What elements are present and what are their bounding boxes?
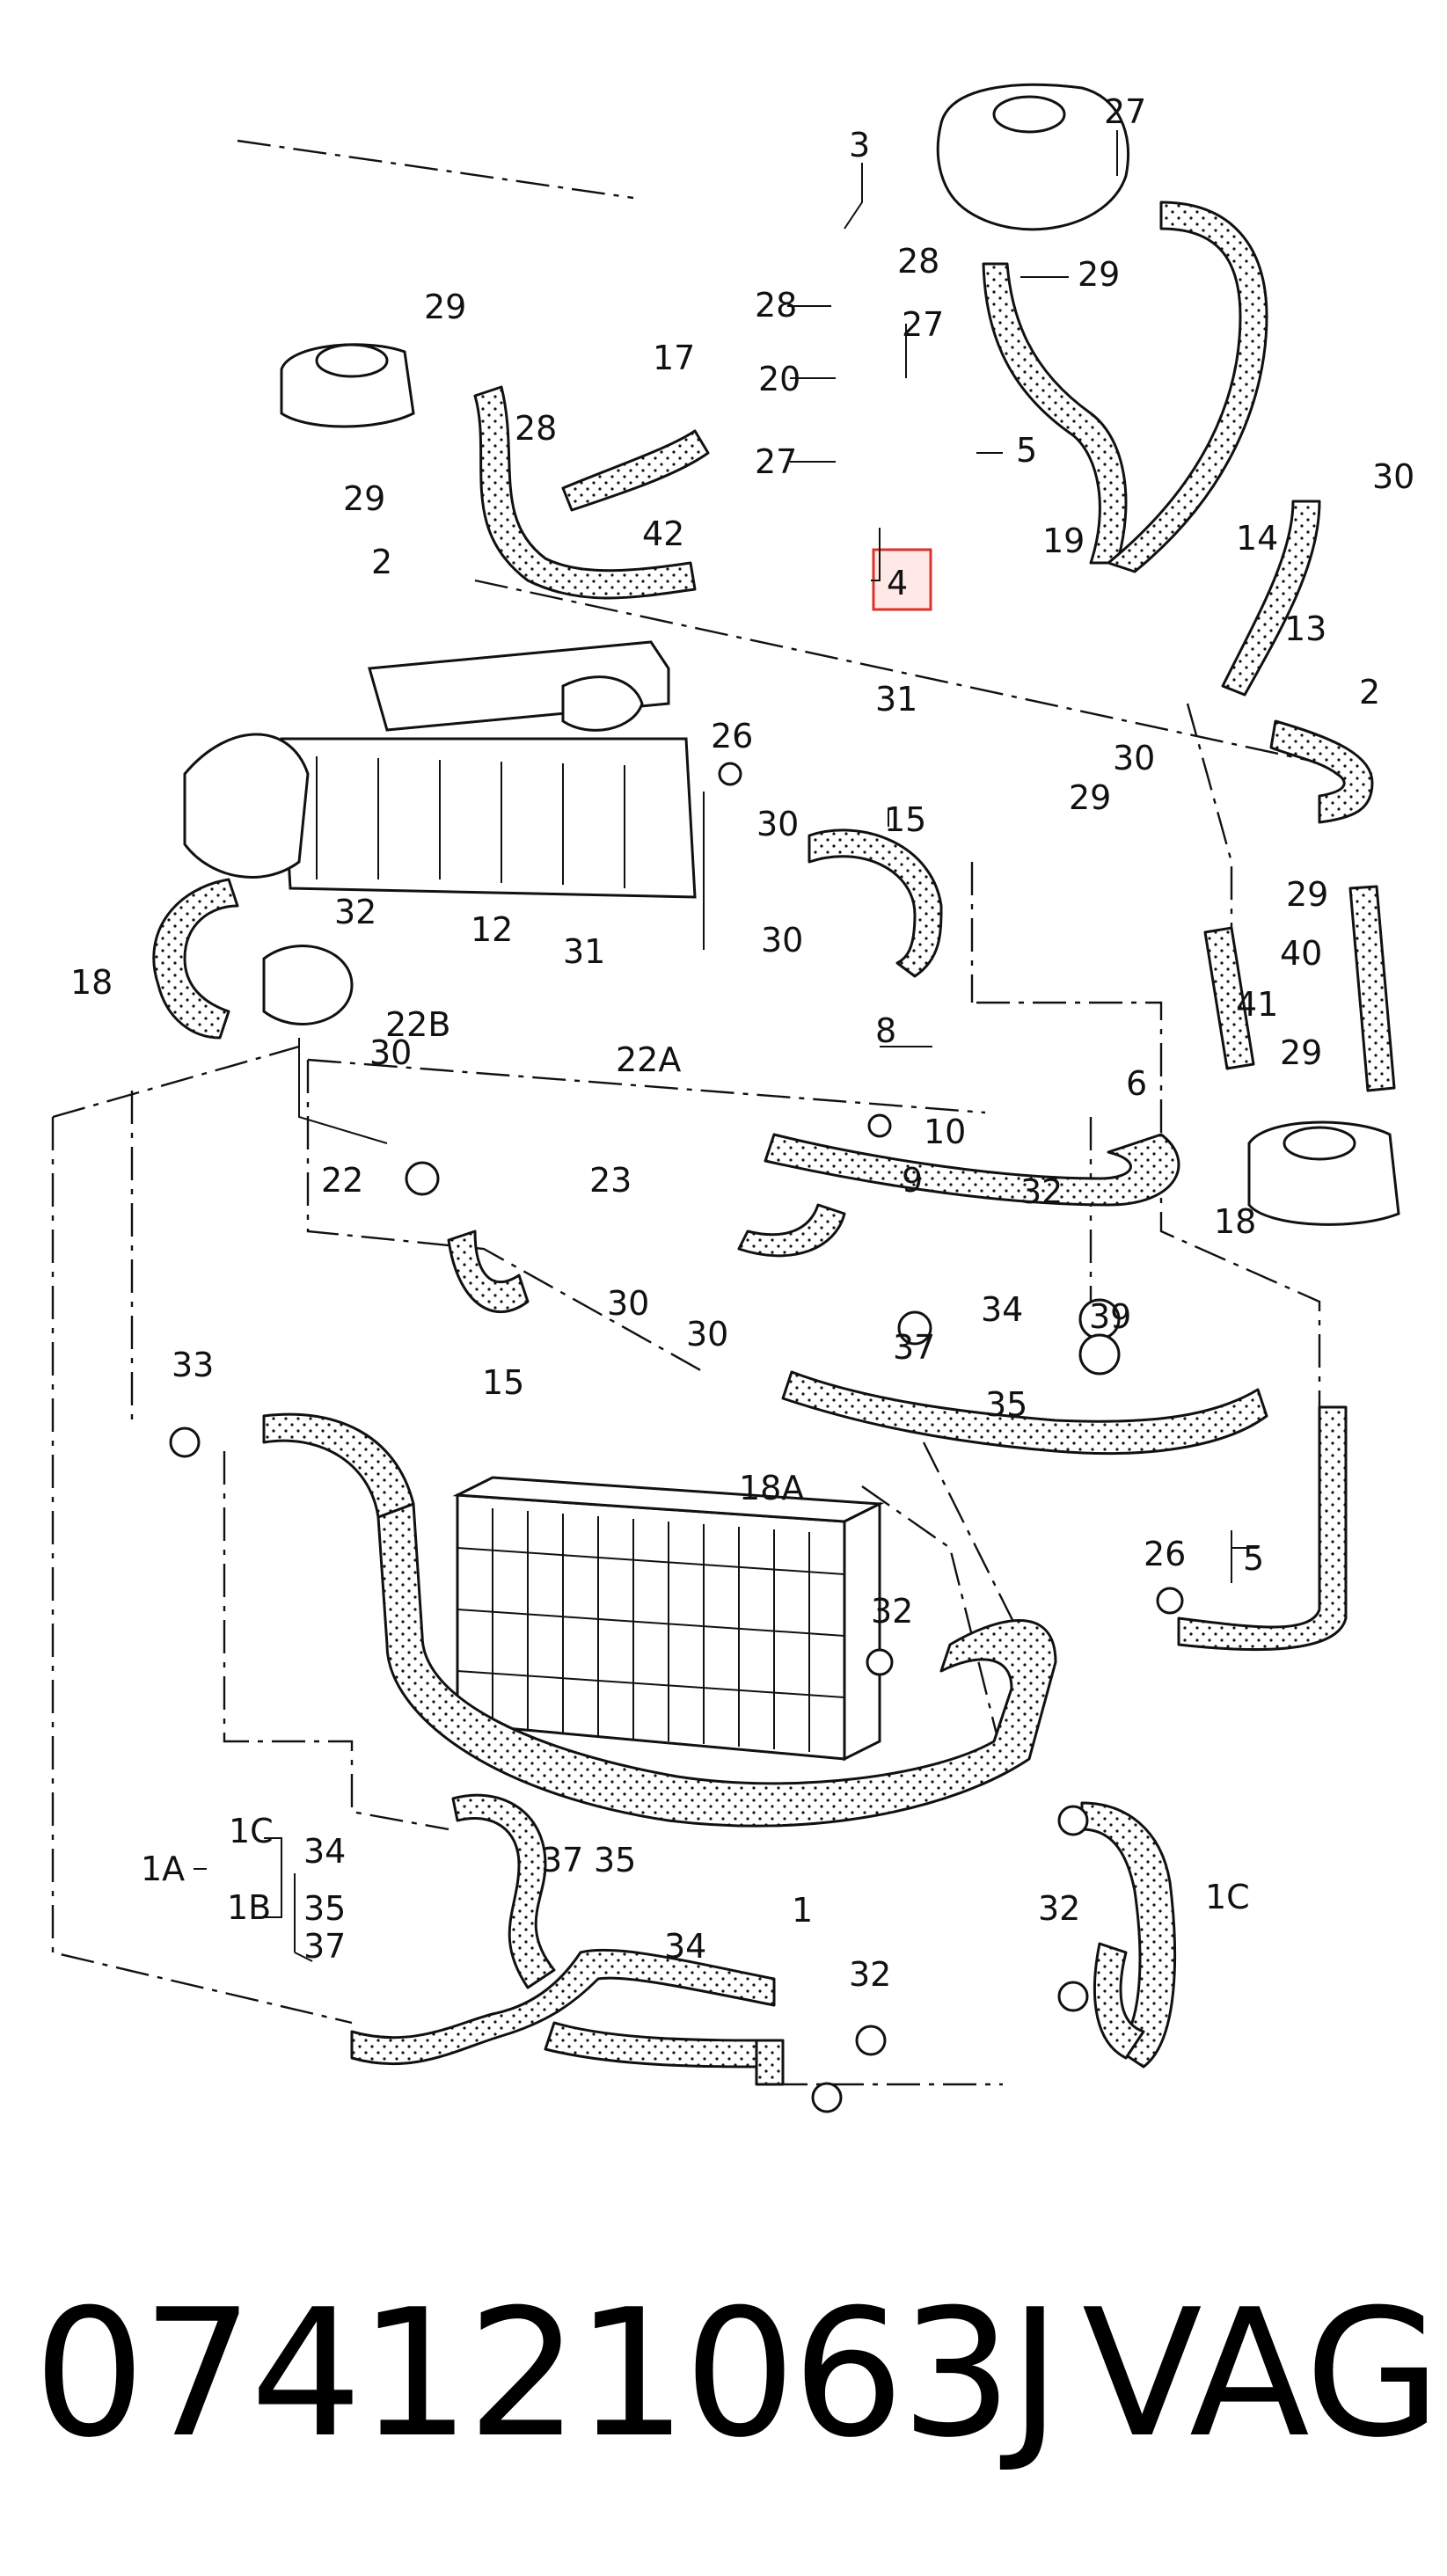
part-label: 12 [471, 910, 513, 949]
part-label: 31 [875, 680, 917, 719]
part-label: 32 [1020, 1172, 1063, 1211]
part-label: 15 [482, 1363, 524, 1402]
part-label: 27 [1104, 92, 1146, 131]
part-label: 37 [893, 1328, 935, 1367]
part-label: 6 [1126, 1064, 1147, 1103]
part-label: 35 [985, 1385, 1027, 1424]
part-label: 1C [1205, 1878, 1250, 1916]
part-number: 074121063J [33, 2272, 1061, 2477]
part-label: 26 [1144, 1535, 1186, 1573]
coolant-hoses [152, 201, 1396, 2086]
expansion-tanks [280, 83, 1400, 1226]
part-label: 22A [616, 1040, 681, 1079]
part-label: 18 [1214, 1202, 1256, 1241]
part-label: 1A [141, 1850, 185, 1888]
part-label: 14 [1236, 519, 1278, 558]
part-label: 2 [1359, 673, 1380, 712]
part-label: 3 [849, 126, 870, 164]
part-label: 35 [303, 1889, 346, 1928]
part-label: 40 [1280, 934, 1322, 973]
leader-lines [194, 130, 1258, 1962]
part-label: 10 [924, 1113, 966, 1151]
part-label: 34 [981, 1290, 1023, 1329]
part-label: 1B [227, 1888, 271, 1927]
part-label: 33 [172, 1346, 214, 1384]
part-label: 29 [1286, 875, 1328, 914]
part-label: 5 [1016, 431, 1037, 470]
brand-name: VAG [1082, 2272, 1441, 2477]
part-label: 34 [664, 1927, 706, 1966]
part-label: 9 [902, 1161, 923, 1200]
part-label: 19 [1042, 522, 1085, 560]
clamps-and-fittings [169, 762, 1184, 2113]
part-label: 29 [1078, 255, 1120, 294]
part-label: 30 [1113, 739, 1155, 777]
highlighted-part-callout: 4 [872, 548, 932, 611]
part-label: 29 [1280, 1033, 1322, 1072]
part-label: 1C [229, 1812, 274, 1850]
part-label: 30 [756, 805, 799, 843]
part-label: 39 [1089, 1297, 1131, 1336]
part-label: 18A [739, 1469, 804, 1507]
part-label: 22B [385, 1005, 450, 1044]
part-label: 5 [1243, 1539, 1264, 1578]
coolant-hose-diagram: 3 27 28 29 28 27 20 27 5 17 29 28 29 2 4… [51, 83, 1414, 2113]
part-label: 22 [321, 1161, 363, 1200]
part-label: 29 [424, 288, 466, 326]
part-label: 30 [761, 921, 803, 960]
part-label: 17 [653, 339, 695, 377]
guide-lines [51, 139, 1373, 2086]
part-label: 32 [849, 1955, 891, 1994]
part-labels: 3 27 28 29 28 27 20 27 5 17 29 28 29 2 4… [70, 92, 1414, 1994]
part-label: 30 [607, 1284, 649, 1323]
part-label: 29 [343, 479, 385, 518]
part-label: 28 [897, 242, 939, 281]
part-label: 29 [1069, 778, 1111, 817]
highlighted-part-label: 4 [887, 564, 908, 602]
part-label: 30 [686, 1315, 728, 1354]
part-label: 26 [711, 717, 753, 755]
radiator [452, 1476, 885, 1762]
part-label: 34 [303, 1832, 346, 1871]
part-label: 27 [902, 305, 944, 344]
part-label: 42 [642, 514, 684, 553]
part-label: 35 [594, 1841, 636, 1879]
part-label: 8 [875, 1011, 896, 1050]
part-label: 32 [1038, 1889, 1080, 1928]
part-label: 37 [541, 1841, 583, 1879]
part-label: 13 [1284, 609, 1326, 648]
part-label: 18 [70, 963, 113, 1002]
part-label: 31 [563, 932, 605, 971]
part-label: 15 [884, 800, 926, 839]
part-label: 23 [589, 1161, 632, 1200]
engine-block [183, 640, 705, 1144]
part-label: 30 [369, 1033, 412, 1072]
part-label: 41 [1236, 985, 1278, 1024]
part-label: 32 [871, 1592, 913, 1631]
part-label: 32 [334, 893, 376, 931]
part-label: 37 [303, 1927, 346, 1966]
part-label: 1 [792, 1891, 813, 1930]
part-label: 30 [1372, 457, 1414, 496]
part-label: 2 [371, 543, 392, 581]
part-label: 28 [515, 409, 557, 448]
